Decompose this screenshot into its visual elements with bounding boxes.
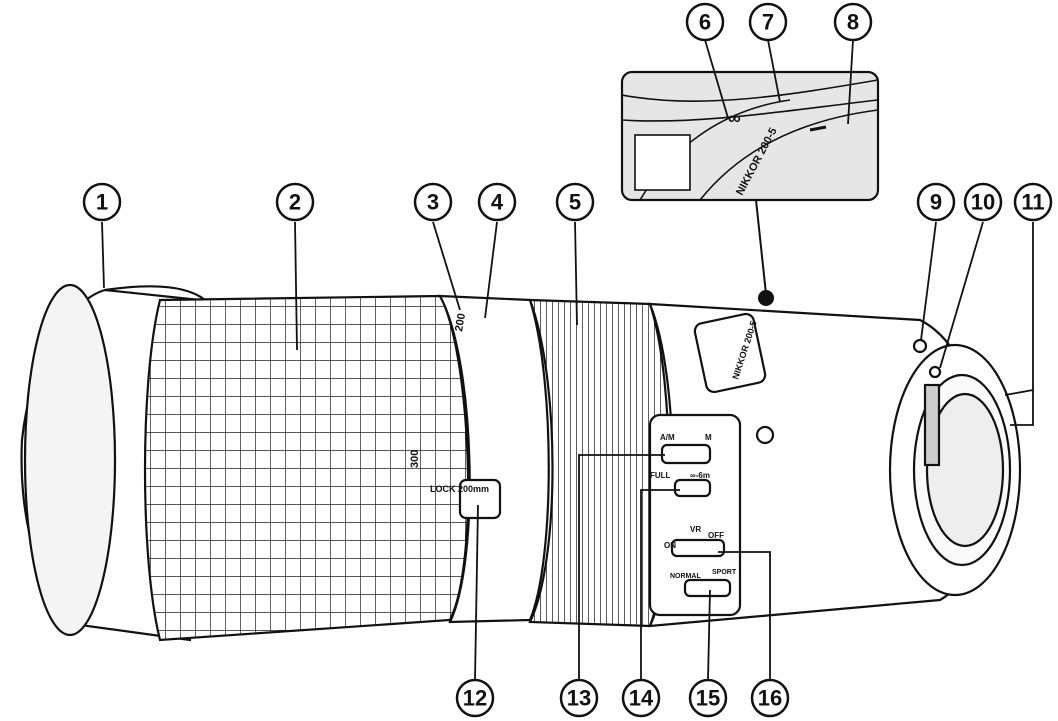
lens-body	[20, 283, 1022, 642]
svg-text:1: 1	[96, 190, 108, 215]
callout-13: 13	[559, 678, 599, 718]
callout-6: 6	[685, 2, 725, 42]
svg-text:15: 15	[696, 686, 720, 711]
switch-label-range: ∞-6m	[690, 471, 710, 480]
switch-label-vr: VR	[690, 525, 701, 534]
switch-label-m: M	[705, 433, 712, 442]
svg-text:6: 6	[699, 10, 711, 35]
focal-marking-300: 300	[409, 450, 421, 468]
collar-screw	[755, 425, 775, 445]
svg-text:7: 7	[762, 10, 774, 35]
svg-text:5: 5	[569, 190, 581, 215]
svg-text:9: 9	[930, 190, 942, 215]
svg-text:4: 4	[491, 190, 504, 215]
svg-text:12: 12	[463, 686, 487, 711]
zoom-lock-switch	[458, 478, 502, 520]
svg-text:14: 14	[629, 686, 654, 711]
callout-9: 9	[916, 182, 956, 222]
leader-lines	[101, 39, 1034, 681]
rear-element	[925, 392, 1005, 548]
callout-5: 5	[555, 182, 595, 222]
callout-15: 15	[688, 678, 728, 718]
callout-2: 2	[275, 182, 315, 222]
switch-label-sport: SPORT	[712, 569, 737, 576]
svg-text:8: 8	[847, 10, 859, 35]
mount-index-mark	[912, 338, 928, 354]
switch-label-normal: NORMAL	[670, 573, 701, 580]
zoom-lock-label: LOCK 200mm	[430, 484, 489, 494]
distance-scale-window	[693, 312, 767, 394]
svg-text:13: 13	[567, 686, 591, 711]
svg-text:10: 10	[971, 190, 995, 215]
svg-text:16: 16	[758, 686, 782, 711]
callout-1: 1	[82, 182, 122, 222]
switch-label-am: A/M	[660, 433, 675, 442]
callout-16: 16	[750, 678, 790, 718]
callout-8: 8	[833, 2, 873, 42]
svg-text:11: 11	[1021, 190, 1044, 215]
focal-marking-200: 200	[453, 312, 468, 332]
detail-inset: ∞ NIKKOR 200-5	[620, 70, 880, 306]
front-element-rim	[23, 283, 117, 637]
inset-infinity-mark: ∞	[728, 108, 741, 128]
switch-label-off: OFF	[708, 531, 724, 540]
focus-ring	[528, 298, 670, 628]
callouts: 1 2 3 4 5 6 7 8 9 10 11 12 13 14 15 16	[82, 2, 1053, 718]
callout-3: 3	[413, 182, 453, 222]
callout-14: 14	[621, 678, 661, 718]
callout-7: 7	[748, 2, 788, 42]
callout-12: 12	[455, 678, 495, 718]
callout-10: 10	[963, 182, 1003, 222]
cpu-contacts	[923, 383, 941, 467]
svg-text:2: 2	[289, 190, 301, 215]
switch-label-on: ON	[664, 541, 676, 550]
switch-panel	[648, 413, 742, 617]
svg-text:3: 3	[427, 190, 439, 215]
callout-11: 11	[1013, 182, 1053, 222]
switch-label-full: FULL	[650, 471, 671, 480]
callout-4: 4	[477, 182, 517, 222]
